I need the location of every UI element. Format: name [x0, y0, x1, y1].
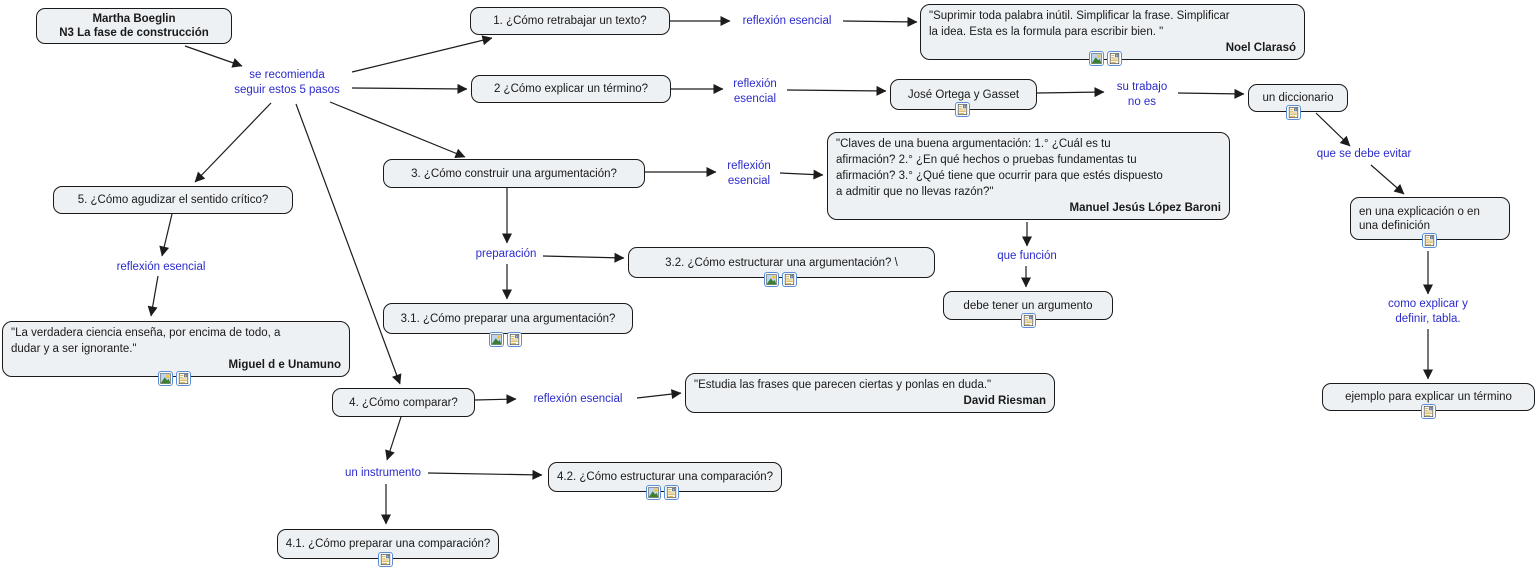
connector-root-hub	[184, 45, 243, 68]
connector-q4-instrumento	[385, 416, 402, 461]
link-preparacion[interactable]: preparación	[469, 247, 543, 262]
image-resource-icon[interactable]	[764, 272, 779, 287]
image-resource-icon[interactable]	[489, 332, 504, 347]
link-se-recomienda-hub[interactable]: se recomienda seguir estos 5 pasos	[225, 68, 349, 98]
document-resource-icon[interactable]	[1421, 404, 1436, 419]
connector-q4-reflexion4	[474, 394, 517, 405]
image-resource-icon[interactable]	[646, 485, 661, 500]
resource-icons-q32	[764, 272, 797, 287]
resource-icons-explicacion	[1422, 233, 1437, 248]
quote-author: Noel Clarasó	[1225, 42, 1296, 54]
concept-q5-sentido-critico[interactable]: 5. ¿Cómo agudizar el sentido crítico?	[53, 186, 293, 214]
quote-david-riesman[interactable]: "Estudia las frases que parecen ciertas …	[685, 373, 1055, 413]
resource-icons-q42	[646, 485, 679, 500]
connector-q5-reflexion5	[159, 213, 173, 257]
image-resource-icon[interactable]	[158, 371, 173, 386]
concept-q4-comparar[interactable]: 4. ¿Cómo comparar?	[332, 388, 475, 417]
connector-hub-q3	[329, 101, 466, 159]
link-reflexion-esencial-5[interactable]: reflexión esencial	[104, 260, 218, 275]
document-resource-icon[interactable]	[1422, 233, 1437, 248]
document-resource-icon[interactable]	[1021, 313, 1036, 328]
resource-icons-diccionario	[1286, 105, 1301, 120]
quote-miguel-de-unamuno[interactable]: "La verdadera ciencia enseña, por encima…	[2, 321, 350, 377]
link-como-explicar-definir[interactable]: como explicar y definir, tabla.	[1368, 297, 1488, 327]
resource-icons-ortega	[955, 102, 970, 117]
connector-hub-q4	[295, 103, 402, 385]
connector-hub-q5	[194, 102, 272, 183]
link-que-se-debe-evitar[interactable]: que se debe evitar	[1306, 147, 1422, 162]
concept-q3-construir-argumentacion[interactable]: 3. ¿Cómo construir una argumentación?	[383, 159, 645, 188]
concept-root-title[interactable]: Martha Boeglin N3 La fase de construcció…	[36, 8, 232, 44]
concept-q2-explicar-termino[interactable]: 2 ¿Cómo explicar un término?	[471, 75, 671, 103]
quote-text: "Estudia las frases que parecen ciertas …	[694, 379, 992, 391]
concept-explicacion-definicion[interactable]: en una explicación o en una definición	[1350, 197, 1510, 240]
link-reflexion-esencial-2[interactable]: reflexión esencial	[725, 77, 785, 107]
concept-q32-estructurar-argumentacion[interactable]: 3.2. ¿Cómo estructurar una argumentación…	[628, 247, 935, 278]
link-su-trabajo-no-es[interactable]: su trabajo no es	[1106, 80, 1178, 110]
quote-text: "La verdadera ciencia enseña, por encima…	[11, 327, 281, 355]
quote-author: Miguel d e Unamuno	[228, 359, 341, 371]
document-resource-icon[interactable]	[378, 552, 393, 567]
connector-hub-q1	[351, 35, 493, 73]
connector-reflexion2-ortega	[786, 85, 887, 96]
document-resource-icon[interactable]	[176, 371, 191, 386]
document-resource-icon[interactable]	[782, 272, 797, 287]
connector-reflexion1-quote1	[842, 16, 918, 27]
connector-reflexion3-quote3	[779, 169, 824, 180]
concept-q1-retrabajar-texto[interactable]: 1. ¿Cómo retrabajar un texto?	[470, 7, 670, 35]
quote-author: Manuel Jesús López Baroni	[1069, 202, 1221, 214]
resource-icons-ejemplo	[1421, 404, 1436, 419]
concept-jose-ortega-y-gasset[interactable]: José Ortega y Gasset	[890, 79, 1037, 110]
resource-icons-quote5	[158, 371, 191, 386]
link-reflexion-esencial-4[interactable]: reflexión esencial	[522, 392, 634, 407]
quote-text: "Suprimir toda palabra inútil. Simplific…	[929, 10, 1230, 38]
link-un-instrumento[interactable]: un instrumento	[340, 466, 426, 481]
document-resource-icon[interactable]	[955, 102, 970, 117]
resource-icons-q41	[378, 552, 393, 567]
connector-diccionario-evitar	[1315, 112, 1351, 147]
quote-manuel-lopez-baroni[interactable]: "Claves de una buena argumentación: 1.° …	[827, 132, 1230, 220]
resource-icons-quote1	[1089, 51, 1122, 66]
connector-sutrabajo-diccionario	[1177, 88, 1245, 99]
connector-ortega-sutrabajo	[1036, 87, 1105, 98]
connector-evitar-explicacion	[1370, 164, 1405, 195]
connector-reflexion5-quote5	[147, 275, 159, 317]
document-resource-icon[interactable]	[507, 332, 522, 347]
quote-author: David Riesman	[963, 395, 1046, 407]
connector-hub-q2	[351, 83, 468, 94]
concept-q31-preparar-argumentacion[interactable]: 3.1. ¿Cómo preparar una argumentación?	[383, 303, 633, 334]
link-reflexion-esencial-3[interactable]: reflexión esencial	[718, 159, 780, 189]
connector-reflexion4-quote4	[636, 389, 682, 400]
connector-preparacion-q32	[542, 252, 625, 263]
document-resource-icon[interactable]	[1107, 51, 1122, 66]
connector-instrumento-q42	[427, 469, 543, 480]
image-resource-icon[interactable]	[1089, 51, 1104, 66]
document-resource-icon[interactable]	[664, 485, 679, 500]
resource-icons-q31	[489, 332, 522, 347]
resource-icons-argumento	[1021, 313, 1036, 328]
link-que-funcion[interactable]: que función	[988, 249, 1066, 264]
document-resource-icon[interactable]	[1286, 105, 1301, 120]
quote-text: "Claves de una buena argumentación: 1.° …	[836, 138, 1163, 198]
link-reflexion-esencial-1[interactable]: reflexión esencial	[731, 14, 843, 29]
